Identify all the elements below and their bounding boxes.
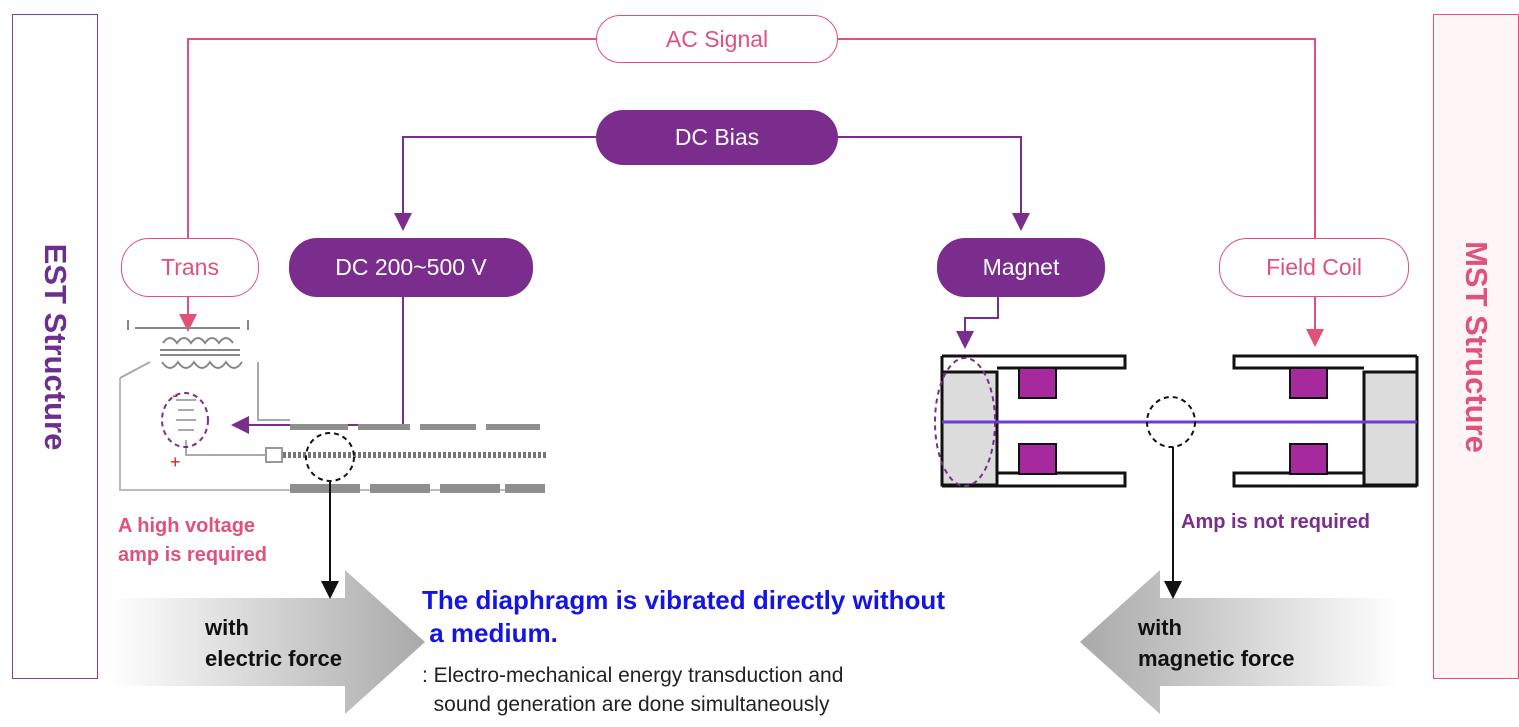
polarity-minus: - <box>172 385 178 405</box>
magnet-pill: Magnet <box>937 238 1105 297</box>
est-electrode-strips <box>290 424 545 493</box>
electric-force-line1: with <box>205 615 249 640</box>
dc-line-left <box>394 136 596 231</box>
est-amp-note: A high voltage amp is required <box>118 512 267 570</box>
center-subtext: : Electro-mechanical energy transduction… <box>422 661 843 719</box>
electric-force-arrow <box>110 570 425 714</box>
center-headline-line1: The diaphragm is vibrated directly witho… <box>422 585 945 615</box>
electric-force-label: with electric force <box>205 612 342 674</box>
est-voltage-highlight <box>161 392 209 448</box>
mst-amp-note: Amp is not required <box>1181 511 1370 533</box>
coil-top-right <box>1289 367 1328 399</box>
mst-diaphragm-highlight <box>1146 396 1196 448</box>
est-amp-note-line1: A high voltage <box>118 515 256 537</box>
field-coil-pill: Field Coil <box>1219 238 1409 297</box>
trans-pill: Trans <box>121 238 259 297</box>
ac-line-right <box>838 38 1316 238</box>
dc-voltage-pill: DC 200~500 V <box>289 238 533 297</box>
est-schematic <box>119 320 540 491</box>
center-headline-line2: a medium. <box>422 618 558 648</box>
center-headline: The diaphragm is vibrated directly witho… <box>422 584 945 650</box>
electric-force-line2: electric force <box>205 646 342 671</box>
coil-top-left <box>1018 367 1057 399</box>
est-amp-note-line2: amp is required <box>118 544 267 566</box>
magnetic-force-line2: magnetic force <box>1138 646 1295 671</box>
mst-schematic <box>940 354 1419 488</box>
ac-signal-pill: AC Signal <box>596 15 838 63</box>
dc-bias-pill: DC Bias <box>596 110 838 165</box>
center-subtext-line2: sound generation are done simultaneously <box>422 693 830 716</box>
est-panel: EST Structure <box>12 14 98 679</box>
magnetic-force-label: with magnetic force <box>1138 612 1295 674</box>
polarity-plus: + <box>170 452 181 472</box>
magnet-feed-arrow <box>956 297 999 349</box>
center-subtext-line1: : Electro-mechanical energy transduction… <box>422 664 844 687</box>
magnetic-force-line1: with <box>1138 615 1182 640</box>
magnetic-force-arrow <box>1080 570 1400 714</box>
coil-bottom-right <box>1289 443 1328 475</box>
dc-line-right <box>838 136 1030 231</box>
dc-voltage-feed <box>231 297 404 434</box>
magnet-highlight <box>934 357 996 487</box>
ac-line-left <box>187 38 596 238</box>
mst-panel: MST Structure <box>1433 14 1519 679</box>
coil-bottom-left <box>1018 443 1057 475</box>
